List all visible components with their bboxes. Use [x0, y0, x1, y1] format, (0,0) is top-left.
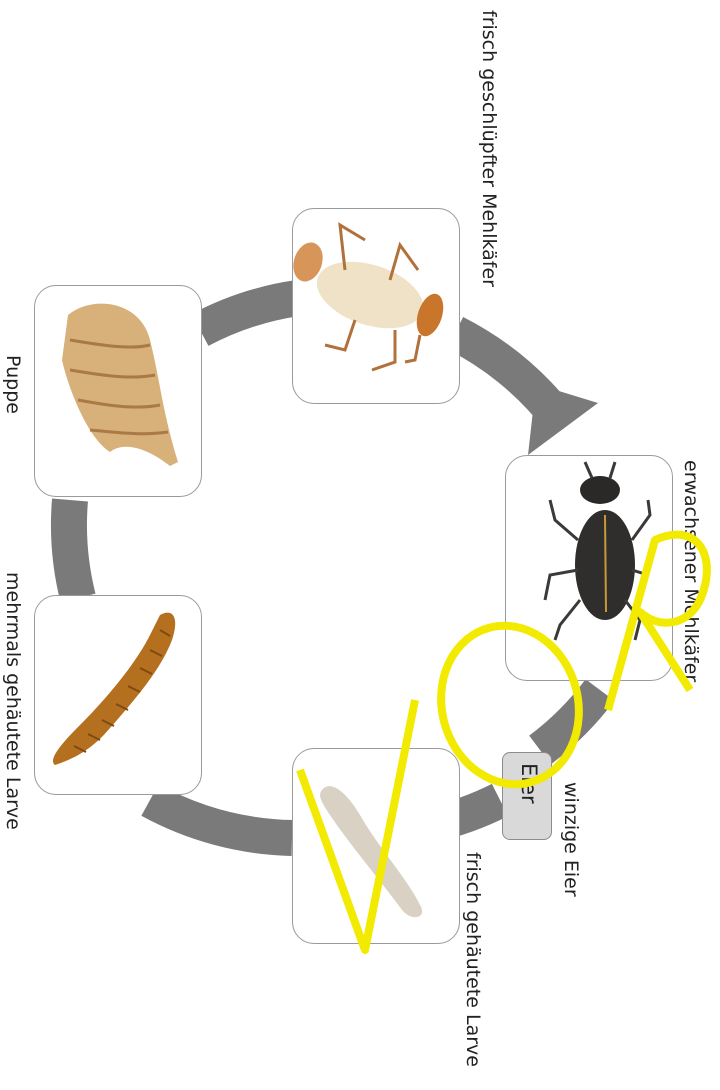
watermark-letter-o — [424, 610, 597, 800]
watermark-letter-v — [300, 700, 415, 950]
watermark-letter-r — [608, 535, 707, 710]
